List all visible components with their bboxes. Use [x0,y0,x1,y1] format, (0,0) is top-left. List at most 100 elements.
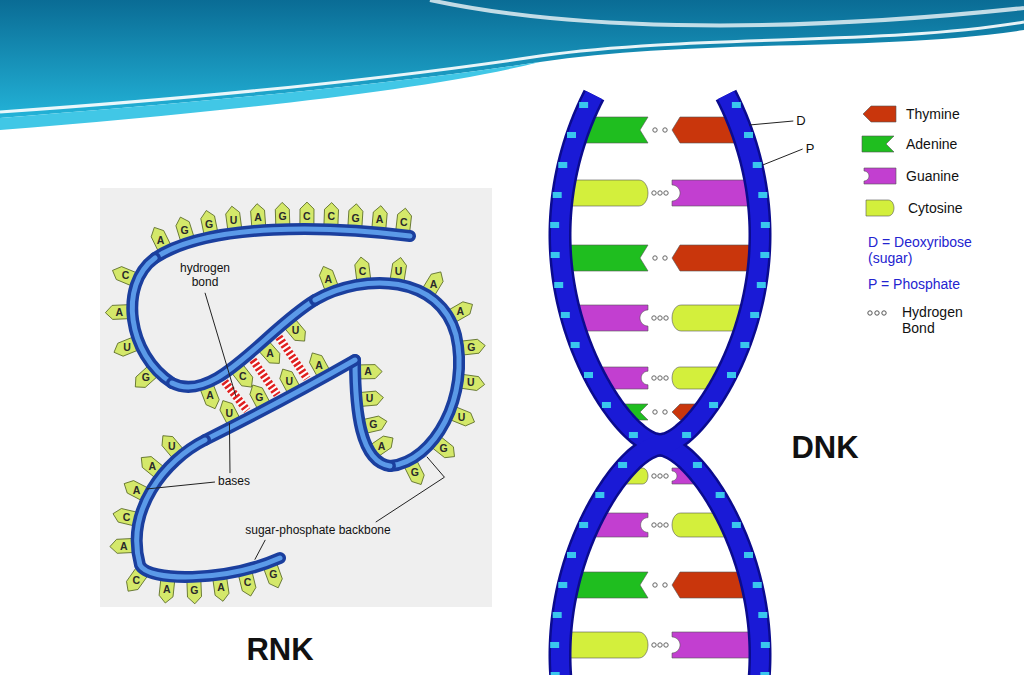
h-bond-dot [653,410,657,414]
h-bond-dot [652,474,656,478]
leader-line [763,149,803,165]
base-letter: A [378,441,386,452]
base-letter: G [278,211,286,222]
legend-swatch [862,136,894,152]
h-bond-dot [653,256,657,260]
ribbon-highlight [132,258,172,383]
ribbon-outline [172,300,315,387]
leader-line [255,540,266,560]
phosphate-tick [732,522,741,528]
panel-title: DNK [791,430,858,466]
h-bond-dot [653,583,657,587]
callout-label: bases [218,475,250,489]
base-letter: A [430,279,438,290]
base-letter: A [206,390,214,401]
h-bond-dot [652,643,656,647]
base-letter: A [254,212,262,223]
base-letter: C [132,575,140,586]
base-letter: U [285,376,293,387]
legend-label: Guanine [906,168,959,184]
phosphate-tick [551,252,560,258]
nucleotide-bases [105,202,485,604]
phosphate-tick [554,282,563,288]
header-banner [0,0,1024,130]
base-letter: U [467,377,475,388]
phosphate-tick [579,522,588,528]
phosphate-tick [567,132,576,138]
h-bond-dot [664,316,668,320]
banner-swoosh [0,22,1024,112]
phosphate-tick [709,402,718,408]
phosphate-tick [740,342,749,348]
base-letter: U [226,408,234,419]
base-letter: G [255,392,263,403]
base-letter: A [376,214,384,225]
phosphate-tick [553,192,562,198]
phosphate-tick [551,672,560,675]
phosphate-tick [561,312,570,318]
h-bond-dot [664,376,668,380]
phosphate-tick [629,432,638,438]
phosphate-tick [757,282,766,288]
dna-figure [550,95,770,675]
legend-h-bond-sample [882,311,886,315]
base-letter: A [364,366,372,377]
phosphate-tick [571,342,580,348]
base-letter: C [244,577,252,588]
phosphate-tick [753,582,762,588]
base-letter: U [458,412,466,423]
callout-label: hydrogen bond [174,262,236,290]
part-label: P [806,142,815,157]
base-letter: U [292,325,300,336]
dna-base [672,305,744,331]
base-shape [396,208,412,232]
rna-figure [105,202,485,604]
panel-title: RNK [246,632,313,668]
leader-line [229,423,231,473]
h-bond-dot [658,316,662,320]
base-shape [159,579,175,603]
dna-base [572,572,648,598]
base-letter: U [395,266,403,277]
phosphate-tick [727,372,736,378]
h-bond-dot [652,523,656,527]
backbone-segment [155,229,410,258]
phosphate-tick [682,432,691,438]
leader-lines [147,121,803,560]
backbone-edge [560,95,760,675]
phosphate-tick [758,612,767,618]
base-shape [360,391,384,406]
h-bond-dot [652,376,656,380]
base-shape [324,203,339,226]
base-letter: A [315,360,323,371]
phosphate-tick [558,162,567,168]
leader-line [205,293,236,396]
base-shape [226,206,242,230]
h-bond-dot [658,523,662,527]
ribbon-outline [132,258,172,383]
legend-swatch [863,106,896,122]
phosphate-tick [618,462,627,468]
base-letter: A [325,274,333,285]
base-letter: C [122,270,130,281]
phosphate-tick [550,642,559,648]
dna-base [565,245,648,271]
legend-swatch [866,200,894,216]
base-letter: G [369,419,377,430]
dna-base [567,180,648,206]
base-letter: A [133,485,141,496]
dna-base [576,305,648,331]
legend-label: D = Deoxyribose (sugar) [868,234,996,266]
callout-label: sugar-phosphate backbone [245,524,390,538]
base-letter: G [190,585,198,596]
base-letter: U [123,342,131,353]
h-bond-dot [652,191,656,195]
h-bond-dot [663,128,667,132]
ribbon-highlight [155,229,410,258]
base-letter: A [157,235,165,246]
phosphate-tick [744,132,753,138]
base-shape [300,202,314,225]
legend-label: Hydrogen Bond [902,304,974,336]
